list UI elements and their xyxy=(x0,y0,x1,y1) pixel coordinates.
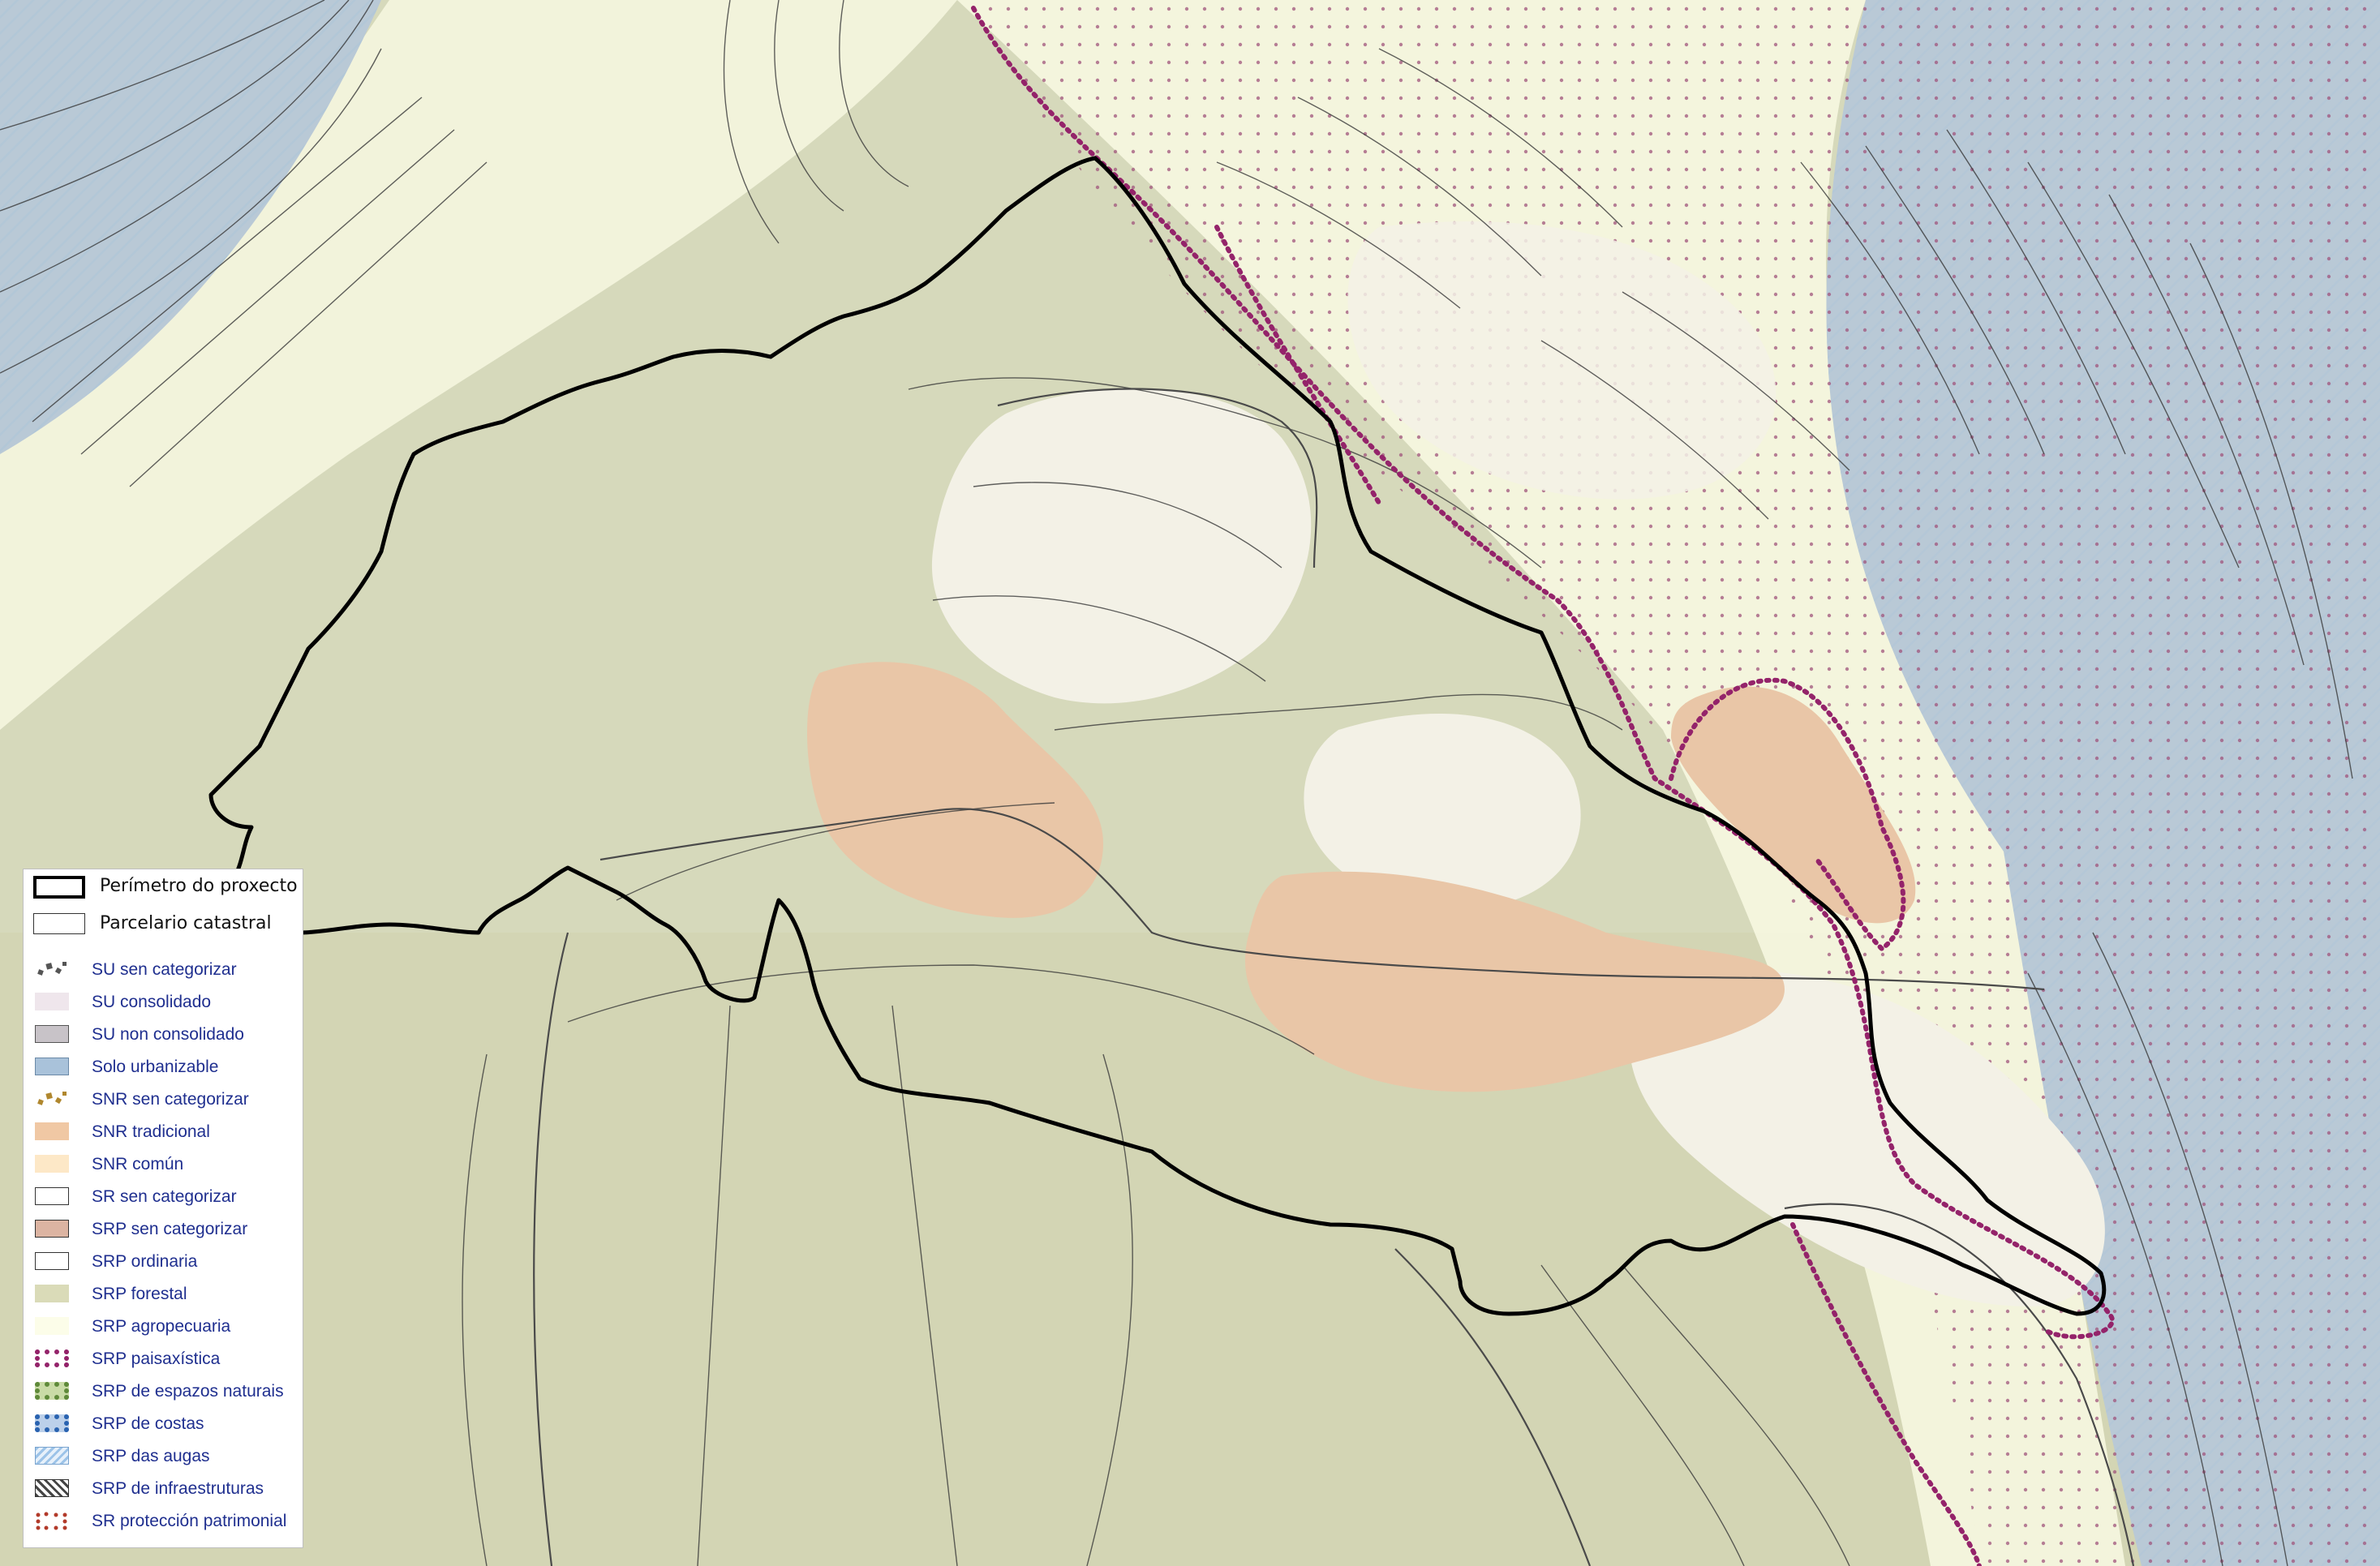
srp-infra-swatch-icon xyxy=(35,1479,69,1497)
urbanizable-zone-topleft-hatch xyxy=(0,0,381,454)
legend-item-sr-heritage: SR protección patrimonial xyxy=(24,1505,303,1538)
srp-agro-swatch-icon xyxy=(35,1317,69,1335)
legend-label: SRP de espazos naturais xyxy=(92,1382,284,1401)
perimeter-swatch-icon xyxy=(33,876,85,899)
agro-zone-left xyxy=(0,0,957,730)
legend-label: SRP de infraestruturas xyxy=(92,1479,264,1498)
parcel-swatch-icon xyxy=(33,913,85,934)
snr-traditional-zone-west xyxy=(807,662,1103,918)
srp-water-swatch-icon xyxy=(35,1447,69,1465)
landscape-boundary-south xyxy=(1790,1222,1982,1566)
legend-item-su-consolidated: SU consolidado xyxy=(24,986,303,1019)
snr-uncategorized-swatch-icon xyxy=(35,1090,69,1108)
snr-traditional-swatch-icon xyxy=(35,1122,69,1140)
legend-label: Parcelario catastral xyxy=(100,913,272,933)
legend-item-srp-water: SRP das augas xyxy=(24,1440,303,1473)
sr-common-zone-north xyxy=(931,388,1312,704)
legend-label: SNR sen categorizar xyxy=(92,1090,249,1109)
srp-landscape-swatch-icon xyxy=(35,1349,69,1367)
sr-common-zone-center xyxy=(1304,714,1581,910)
legend-item-urbanizable: Solo urbanizable xyxy=(24,1051,303,1083)
snr-traditional-zone-east xyxy=(1671,686,1916,924)
snr-common-swatch-icon xyxy=(35,1155,69,1173)
legend-label: SR protección patrimonial xyxy=(92,1512,287,1530)
legend-item-srp-uncategorized: SRP sen categorizar xyxy=(24,1213,303,1246)
legend-label: SRP das augas xyxy=(92,1447,210,1465)
legend-item-srp-forest: SRP forestal xyxy=(24,1278,303,1311)
legend-label: SNR común xyxy=(92,1155,184,1173)
legend-label: SRP agropecuaria xyxy=(92,1317,231,1336)
legend-item-snr-common: SNR común xyxy=(24,1148,303,1181)
sr-heritage-swatch-icon xyxy=(35,1512,69,1530)
roads xyxy=(533,388,2135,1566)
legend-item-srp-coast: SRP de costas xyxy=(24,1408,303,1440)
legend-label: SRP ordinaria xyxy=(92,1252,198,1271)
legend-item-snr-uncategorized: SNR sen categorizar xyxy=(24,1083,303,1116)
map-legend: Perímetro do proxecto Parcelario catastr… xyxy=(23,869,303,1548)
srp-ordinary-swatch-icon xyxy=(35,1252,69,1270)
legend-item-sr-uncategorized: SR sen categorizar xyxy=(24,1181,303,1213)
legend-item-su-uncategorized: SU sen categorizar xyxy=(24,954,303,986)
project-perimeter[interactable] xyxy=(208,156,2107,1316)
legend-label: SR sen categorizar xyxy=(92,1187,237,1206)
legend-label: SU sen categorizar xyxy=(92,960,237,979)
legend-label: SRP sen categorizar xyxy=(92,1220,248,1238)
legend-item-srp-infra: SRP de infraestruturas xyxy=(24,1473,303,1505)
legend-item-su-nonconsolidated: SU non consolidado xyxy=(24,1019,303,1051)
urbanizable-swatch-icon xyxy=(35,1058,69,1075)
snr-traditional-zone-south xyxy=(1245,871,1785,1092)
legend-label: SRP forestal xyxy=(92,1285,187,1303)
legend-item-snr-traditional: SNR tradicional xyxy=(24,1116,303,1148)
srp-uncategorized-swatch-icon xyxy=(35,1220,69,1238)
legend-label: Solo urbanizable xyxy=(92,1058,219,1076)
su-nonconsolidated-swatch-icon xyxy=(35,1025,69,1043)
legend-label: SU non consolidado xyxy=(92,1025,244,1044)
legend-label: SNR tradicional xyxy=(92,1122,210,1141)
legend-item-parcel: Parcelario catastral xyxy=(24,907,303,939)
legend-label: SU consolidado xyxy=(92,993,212,1011)
landscape-boundary-branch xyxy=(1214,225,1381,505)
srp-coast-swatch-icon xyxy=(35,1414,69,1432)
su-consolidated-swatch-icon xyxy=(35,993,69,1010)
legend-item-perimeter: Perímetro do proxecto xyxy=(24,869,303,902)
legend-label: Perímetro do proxecto xyxy=(100,876,298,896)
legend-label: SRP de costas xyxy=(92,1414,204,1433)
sr-common-zone-east xyxy=(1629,970,2105,1306)
legend-item-srp-agro: SRP agropecuaria xyxy=(24,1311,303,1343)
legend-item-srp-ordinary: SRP ordinaria xyxy=(24,1246,303,1278)
legend-item-srp-natural: SRP de espazos naturais xyxy=(24,1375,303,1408)
landscape-boundary-east-loop xyxy=(1669,677,1906,952)
legend-label: SRP paisaxística xyxy=(92,1349,221,1368)
srp-forest-swatch-icon xyxy=(35,1285,69,1302)
srp-natural-swatch-icon xyxy=(35,1382,69,1400)
legend-item-srp-landscape: SRP paisaxística xyxy=(24,1343,303,1375)
su-uncategorized-swatch-icon xyxy=(35,960,69,978)
sr-uncategorized-swatch-icon xyxy=(35,1187,69,1205)
landscape-boundary-north xyxy=(971,6,2115,1340)
